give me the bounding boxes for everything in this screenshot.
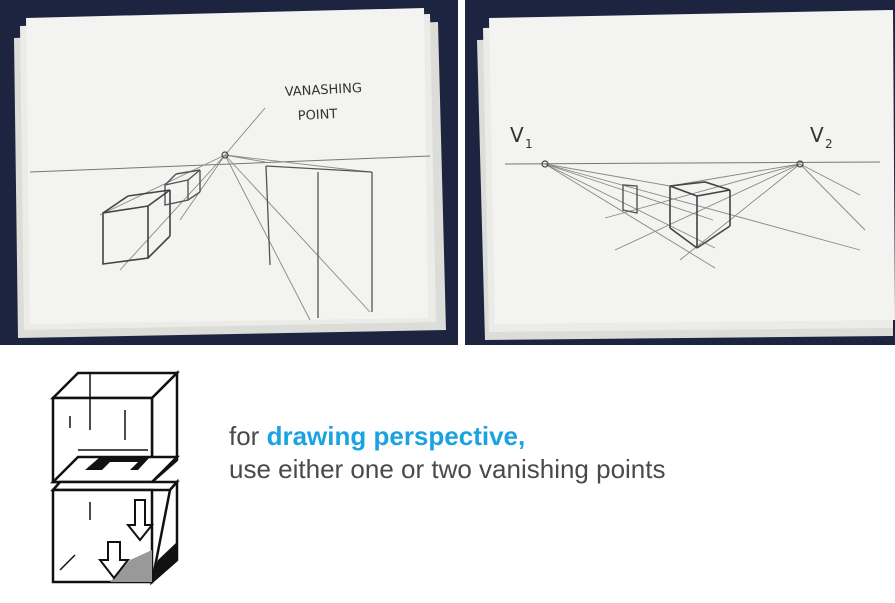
perspective-cube-icon [49, 369, 181, 586]
caption-highlight: drawing perspective, [266, 421, 526, 451]
v2-letter: V [810, 123, 824, 147]
photo-one-point-perspective: VANASHING POINT [0, 0, 458, 345]
caption-line2: use either one or two vanishing points [229, 454, 666, 484]
vanishing-label-line2: POINT [297, 107, 337, 124]
caption-prefix: for [229, 421, 267, 451]
vanishing-label-line1: VANASHING [284, 81, 362, 100]
v1-subscript: 1 [525, 137, 533, 151]
caption: for drawing perspective, use either one … [229, 420, 666, 486]
caption-line1: for drawing perspective, [229, 420, 666, 453]
v2-subscript: 2 [825, 137, 833, 151]
v1-letter: V [510, 123, 524, 147]
photo-two-point-perspective: V 1 V 2 [465, 0, 895, 345]
